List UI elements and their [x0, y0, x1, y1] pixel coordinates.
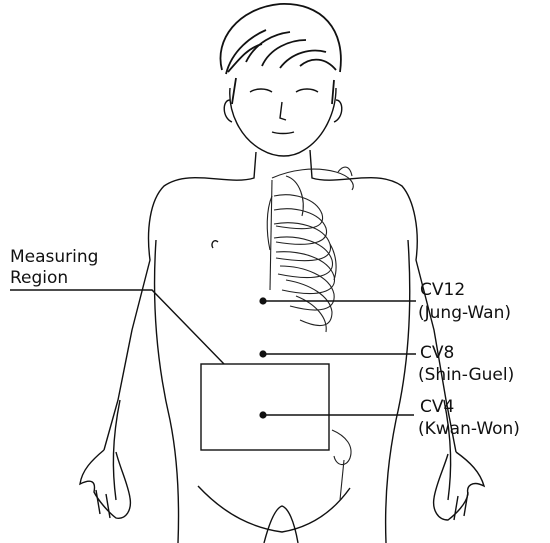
acupoint-cv8-code: CV8	[420, 343, 454, 363]
hair	[220, 4, 340, 104]
acupoint-cv12-code: CV12	[420, 280, 465, 300]
acupoint-cv8-marker	[259, 350, 266, 357]
measuring-region-box	[201, 364, 329, 450]
measuring-region-label-line1: Measuring	[10, 247, 98, 267]
nipple-mark	[212, 241, 218, 248]
acupoint-cv4: CV4 (Kwan-Won)	[259, 397, 520, 439]
acupoint-cv4-code: CV4	[420, 397, 454, 417]
acupoint-cv12-marker	[259, 297, 266, 304]
measuring-region-label-line2: Region	[10, 268, 68, 288]
acupoint-cv8-name: (Shin-Guel)	[418, 365, 514, 385]
acupoint-cv12: CV12 (Jung-Wan)	[259, 280, 511, 323]
acupoint-cv12-name: (Jung-Wan)	[418, 303, 511, 323]
measuring-region-leader	[10, 290, 224, 364]
face	[224, 88, 342, 156]
rib-cage	[267, 167, 353, 332]
acupoint-cv4-marker	[259, 411, 266, 418]
acupoint-cv4-name: (Kwan-Won)	[418, 419, 520, 439]
hands	[80, 450, 484, 520]
